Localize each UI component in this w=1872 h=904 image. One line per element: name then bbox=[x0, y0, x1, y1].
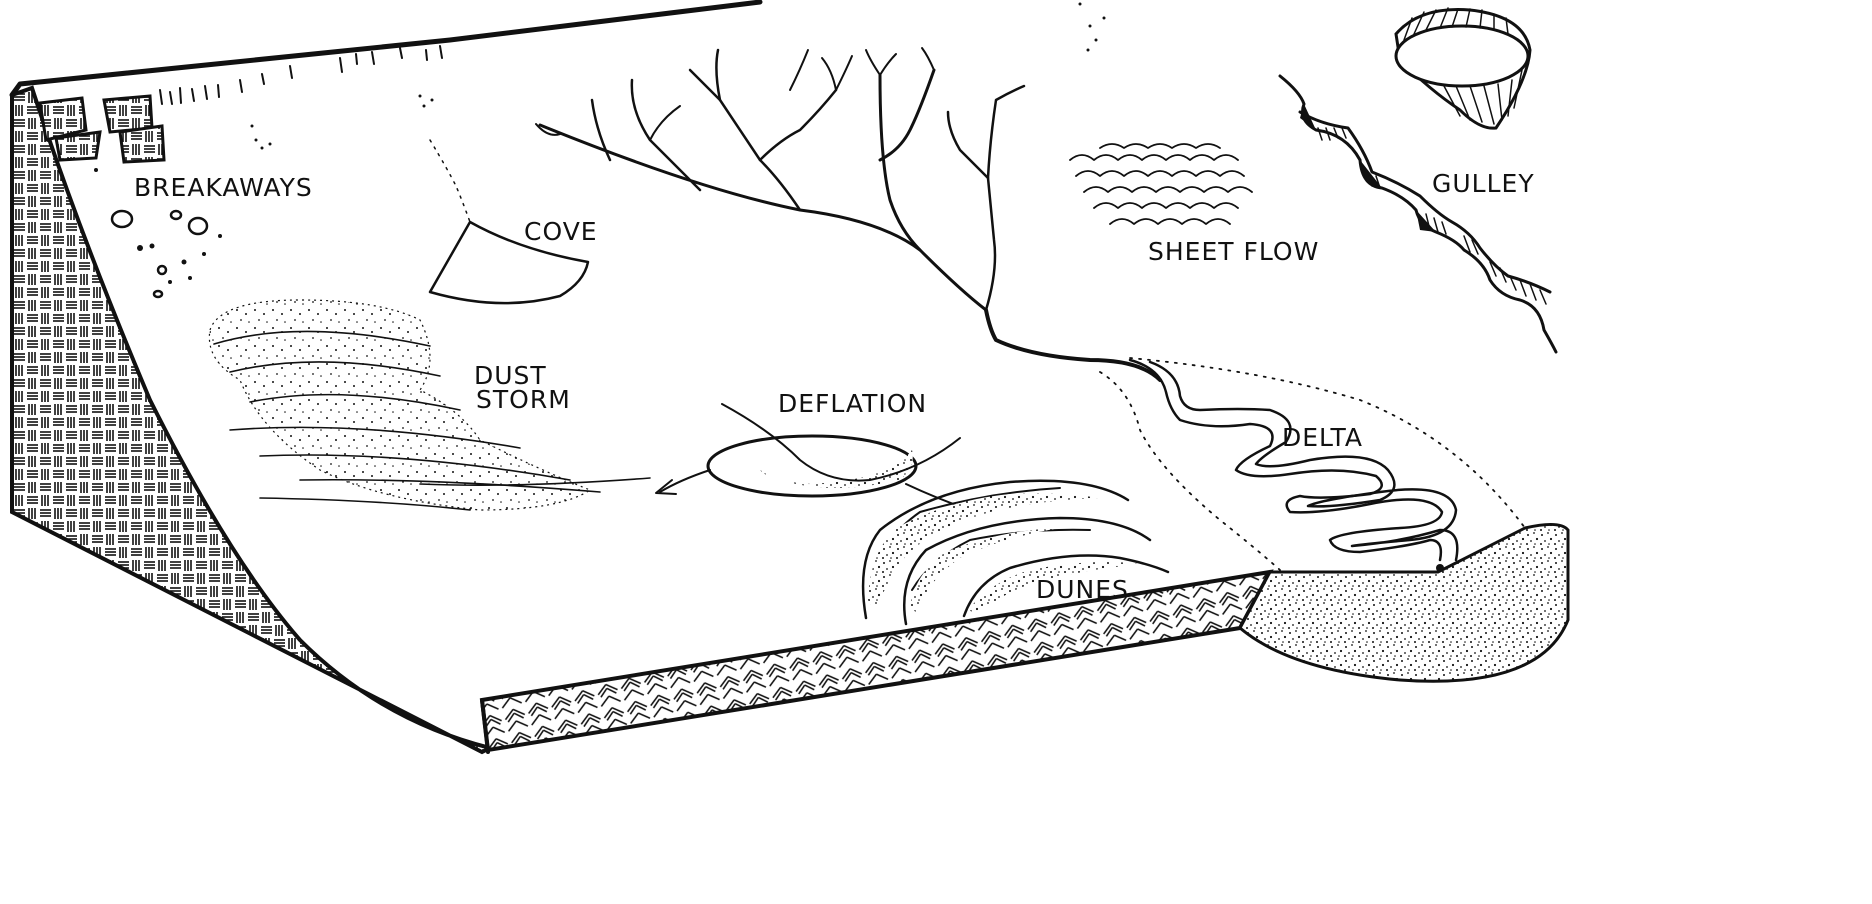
deflation-feature bbox=[656, 404, 980, 514]
breakaways-feature bbox=[40, 3, 1106, 298]
label-storm: STORM bbox=[476, 385, 571, 414]
gulley-feature bbox=[1280, 76, 1556, 352]
label-dunes: DUNES bbox=[1036, 575, 1129, 604]
label-breakaways: BREAKAWAYS bbox=[134, 173, 313, 202]
dust-storm-feature bbox=[209, 300, 650, 510]
river-network bbox=[536, 48, 1160, 380]
label-delta: DELTA bbox=[1282, 423, 1363, 452]
label-sheet-flow: SHEET FLOW bbox=[1148, 237, 1319, 266]
sinkhole-feature bbox=[1396, 8, 1530, 128]
sheet-flow-feature bbox=[1070, 144, 1252, 224]
label-gulley: GULLEY bbox=[1432, 169, 1535, 198]
delta-feature bbox=[1100, 358, 1525, 572]
label-cove: COVE bbox=[524, 217, 598, 246]
plateau-outline bbox=[12, 2, 760, 95]
label-deflation: DEFLATION bbox=[778, 389, 927, 418]
delta-sediment-face bbox=[1240, 524, 1568, 681]
